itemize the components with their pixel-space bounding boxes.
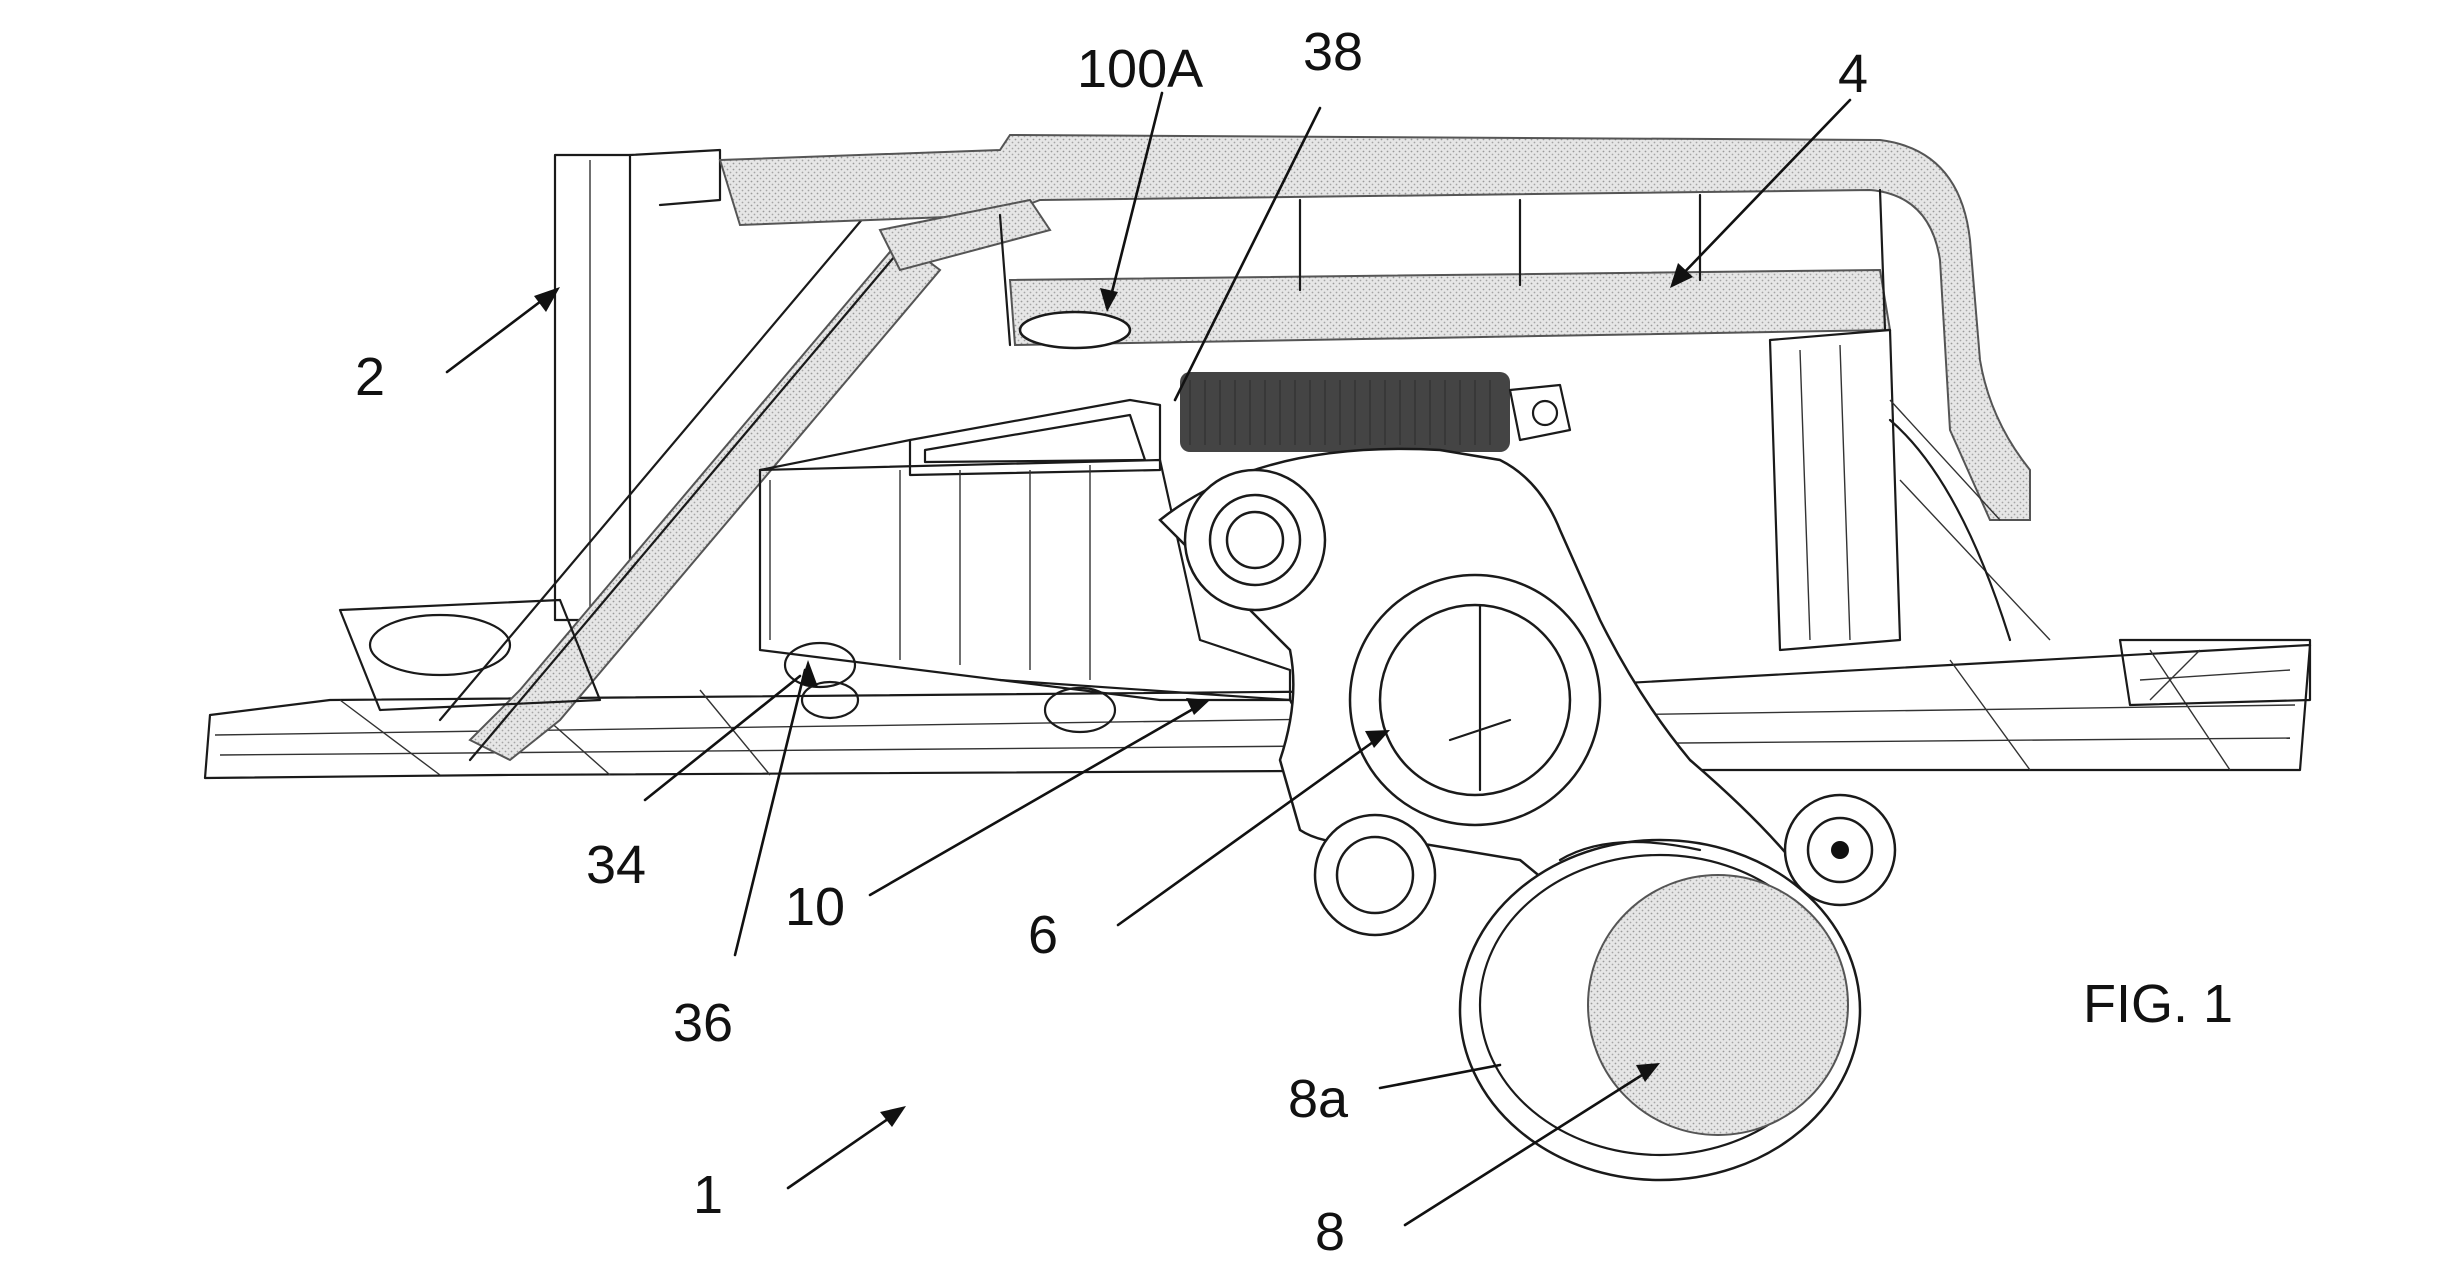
label-36: 36: [673, 993, 733, 1053]
leader-lines: [445, 91, 1852, 1227]
label-8: 8: [1315, 1202, 1345, 1262]
label-6: 6: [1028, 905, 1058, 965]
label-100a: 100A: [1077, 39, 1203, 99]
label-8a: 8a: [1288, 1069, 1349, 1129]
coil-spring: [1180, 372, 1510, 452]
housing-block: [758, 438, 1312, 742]
roller: [1458, 838, 1862, 1182]
label-2: 2: [355, 347, 385, 407]
label-1: 1: [693, 1165, 723, 1225]
figure-caption: FIG. 1: [2083, 974, 2233, 1034]
label-34: 34: [586, 835, 646, 895]
label-38: 38: [1303, 22, 1363, 82]
label-4: 4: [1838, 44, 1868, 104]
roller-face: [1587, 874, 1849, 1136]
reference-labels: 2 100A 38 4 34 36 10 6 8a 8 1 FIG. 1: [355, 22, 2233, 1262]
base-housing: [203, 148, 2312, 780]
label-10: 10: [785, 877, 845, 937]
